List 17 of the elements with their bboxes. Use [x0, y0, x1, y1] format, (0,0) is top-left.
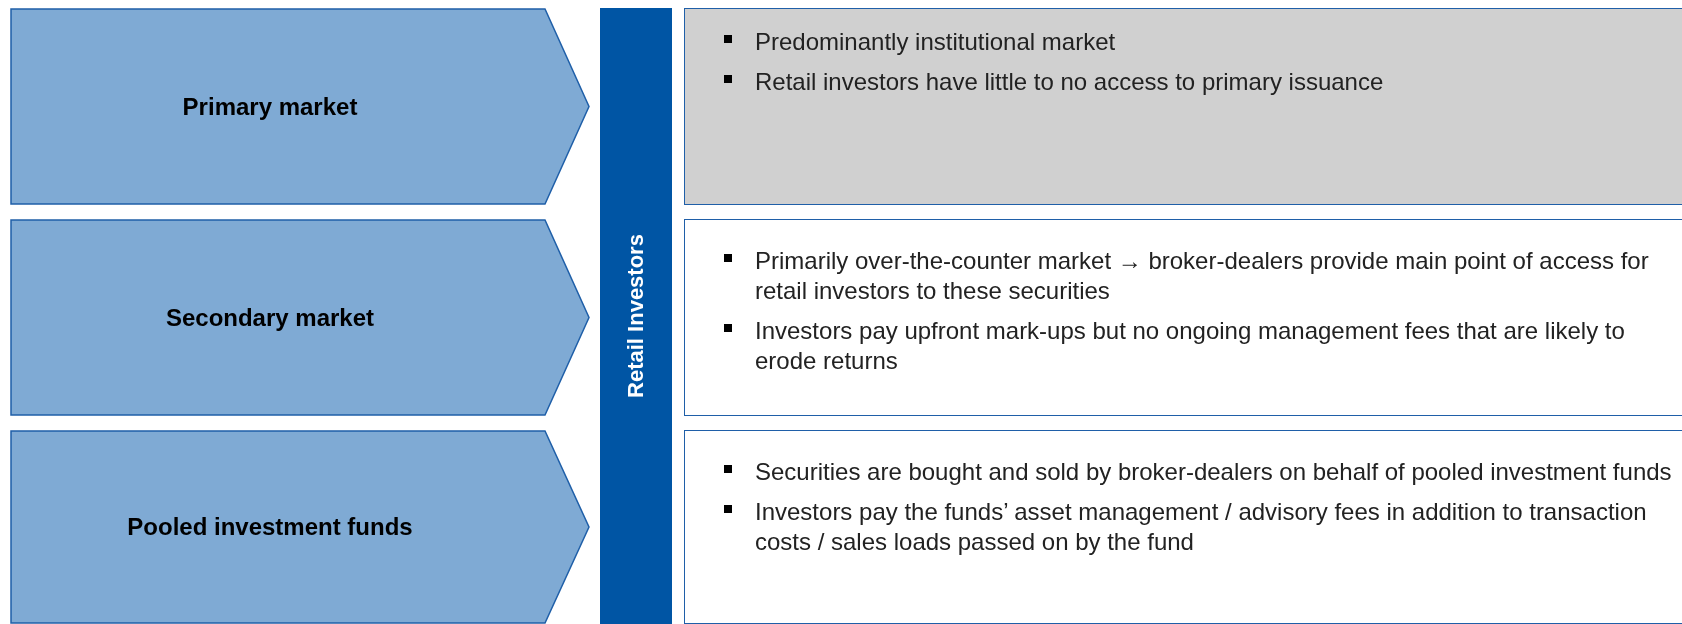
- chevron-shape: [10, 219, 590, 416]
- chevron-label: Pooled investment funds: [127, 513, 413, 541]
- bullet-text: Retail investors have little to no access to primary issuance: [755, 67, 1385, 97]
- text-panel: [684, 430, 1682, 624]
- chevron-label: Primary market: [182, 92, 358, 121]
- bullet-text: Predominantly institutional market: [755, 27, 1117, 57]
- band-label: Retail Investors: [623, 234, 649, 398]
- text-panel: [684, 8, 1682, 205]
- chevron-label: Secondary market: [165, 303, 375, 332]
- chevron-shape: [10, 430, 590, 624]
- text-panel: [684, 219, 1682, 416]
- bullet-text: Securities are bought and sold by broker-dealers on behalf of pooled investment funds: [755, 457, 1673, 487]
- bullet-text: Primarily over-the-counter market → broker-dealers provide main point of access for retail investors to these securities: [755, 246, 1650, 306]
- chevron-shape: [10, 8, 590, 205]
- vertical-band: [600, 8, 672, 624]
- bullet-text: Investors pay upfront mark-ups but no ongoing management fees that are likely to erode returns: [755, 316, 1626, 376]
- bullet-text: Investors pay the funds’ asset management / advisory fees in addition to transaction costs / sales loads passed on by the fund: [755, 497, 1648, 557]
